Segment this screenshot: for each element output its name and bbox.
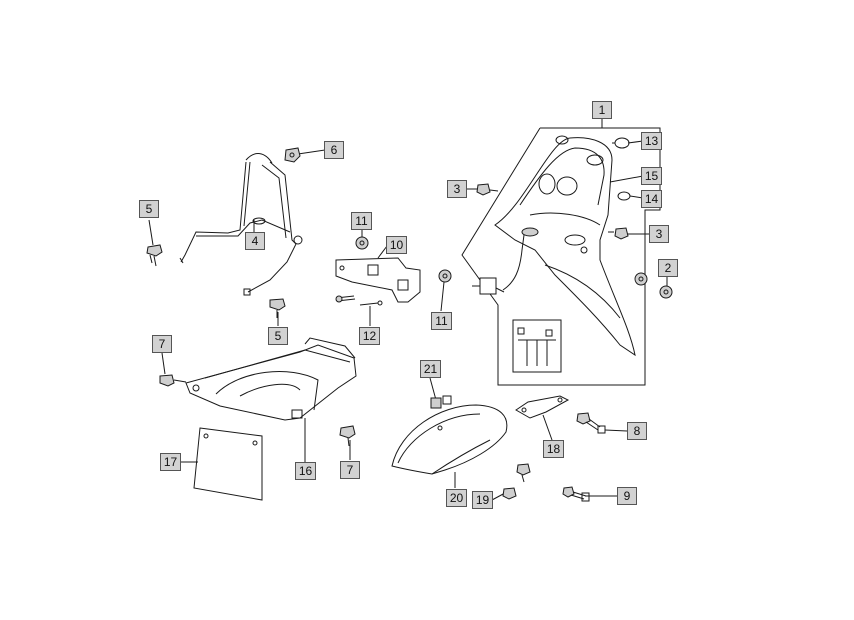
callout-1: 1 <box>592 101 612 119</box>
part-12-screws <box>335 295 383 306</box>
callout-18: 18 <box>543 440 564 458</box>
callout-13: 13 <box>641 132 662 150</box>
part-11-nut-a <box>355 236 369 250</box>
leader-7a <box>161 352 166 375</box>
part-14-bulb <box>617 191 631 201</box>
part-7-bolt-left <box>159 374 187 387</box>
callout-21: 21 <box>420 360 441 378</box>
part-19-bolt-lower <box>502 487 517 500</box>
callout-7-left: 7 <box>152 335 172 353</box>
callout-15: 15 <box>641 167 662 185</box>
callout-19: 19 <box>472 491 493 509</box>
callout-14: 14 <box>641 190 662 208</box>
leader-6 <box>297 149 326 155</box>
callout-5-left: 5 <box>139 200 159 218</box>
callout-12: 12 <box>359 327 380 345</box>
callout-3-left: 3 <box>447 180 467 198</box>
part-6-nut <box>284 147 301 163</box>
callout-20: 20 <box>446 489 467 507</box>
bulb-top-left <box>555 135 569 145</box>
callout-7-center: 7 <box>340 461 360 479</box>
leader-5a <box>148 219 154 246</box>
part-1-group-frame <box>461 127 661 386</box>
part-18-bracket <box>515 395 570 419</box>
part-4-rear-frame <box>179 153 303 296</box>
part-1-rear-fender <box>472 137 636 357</box>
part-13-bulb <box>612 137 630 149</box>
callout-5-center: 5 <box>268 327 288 345</box>
part-3-screw-left <box>476 183 499 196</box>
callout-3-right: 3 <box>649 225 669 243</box>
callout-17: 17 <box>160 453 181 471</box>
callout-11-upper: 11 <box>351 212 372 230</box>
callout-6: 6 <box>324 141 344 159</box>
callout-9: 9 <box>617 487 637 505</box>
part-17-plate <box>193 427 263 501</box>
leader-13 <box>627 140 644 144</box>
leader-14 <box>629 195 644 199</box>
part-19-bolt-upper <box>516 463 531 483</box>
part-5-bolt-left <box>146 244 163 267</box>
part-10-bracket <box>335 257 421 303</box>
part-9-bolt <box>562 486 590 502</box>
part-8-bolt <box>576 412 606 434</box>
leader-21 <box>429 377 437 401</box>
leader-8 <box>604 429 628 432</box>
callout-4: 4 <box>245 232 265 250</box>
part-11-nut-b <box>438 269 452 283</box>
callout-2: 2 <box>658 259 678 277</box>
part-5-bolt-center <box>269 298 286 318</box>
part-3-screw-right <box>608 227 629 240</box>
leader-18 <box>542 414 553 441</box>
callout-8: 8 <box>627 422 647 440</box>
part-2-nuts <box>634 272 673 299</box>
leader-11b <box>440 281 445 312</box>
callout-16: 16 <box>295 462 316 480</box>
part-20-front-fender <box>391 404 508 475</box>
part-16-tray <box>185 337 357 421</box>
license-holder-panel <box>512 319 562 373</box>
part-7-bolt-center <box>339 425 356 447</box>
callout-11-lower: 11 <box>431 312 452 330</box>
part-21-clip <box>430 395 452 409</box>
leader-15 <box>609 175 644 183</box>
leader-10 <box>377 245 388 259</box>
callout-10: 10 <box>386 236 407 254</box>
